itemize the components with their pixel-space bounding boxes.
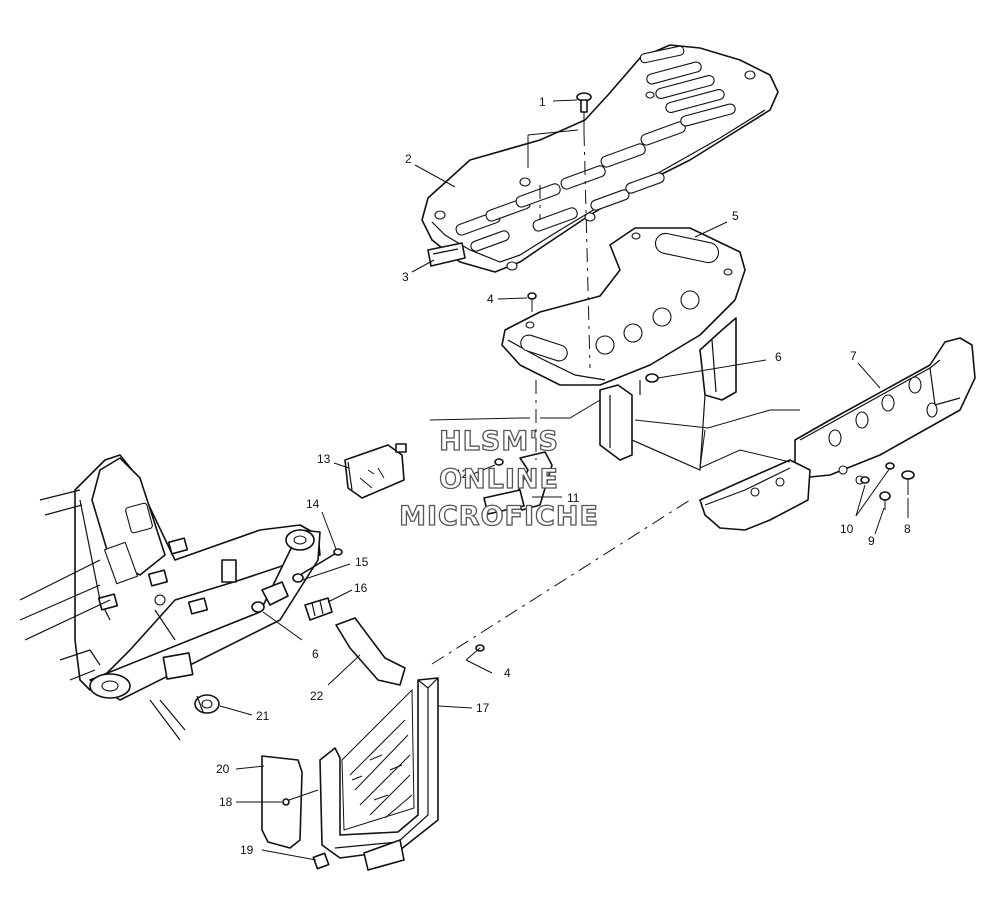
- callout-1: 1: [539, 95, 546, 109]
- callout-15: 15: [355, 555, 369, 569]
- spacer-part-16: [304, 597, 333, 621]
- callout-21: 21: [256, 709, 270, 723]
- callout-6: 6: [775, 350, 782, 364]
- bolt-part-8: [901, 470, 915, 495]
- callout-13: 13: [317, 452, 331, 466]
- callout-18: 18: [219, 795, 233, 809]
- clamp-part-15: [261, 573, 304, 606]
- frame-chassis: [19, 454, 321, 741]
- callout-17: 17: [476, 701, 490, 715]
- callout-7: 7: [850, 349, 857, 363]
- bolt-part-14: [299, 548, 343, 576]
- tail-lamp-part-13: [344, 443, 407, 499]
- callout-12: 12: [455, 467, 469, 481]
- callout-19: 19: [240, 843, 254, 857]
- nut-part-6-upper: [645, 373, 659, 383]
- watermark-line-3: MICROFICHE: [399, 501, 599, 532]
- callout-4: 4: [487, 292, 494, 306]
- bolt-part-9: [879, 491, 891, 510]
- strap-part-22: [335, 617, 406, 686]
- callout-3: 3: [402, 270, 409, 284]
- callout-20: 20: [216, 762, 230, 776]
- callout-9: 9: [868, 534, 875, 548]
- callout-10: 10: [840, 522, 854, 536]
- bushing-part-21: [194, 694, 220, 714]
- rack-bracket-part-5: [501, 227, 746, 471]
- callout-16: 16: [354, 581, 368, 595]
- callout-11: 11: [567, 491, 580, 505]
- callout-2: 2: [405, 152, 412, 166]
- nut-part-6-lower: [251, 601, 265, 613]
- rack-panel-part-2: [421, 44, 779, 273]
- screw-part-18: [282, 789, 319, 806]
- screw-part-4-lower: [465, 644, 485, 661]
- callout-6-lower: 6: [312, 647, 319, 661]
- leader-lines: [219, 99, 909, 861]
- watermark: HLSM'S ONLINE MICROFICHE: [398, 425, 599, 532]
- callout-14: 14: [306, 497, 320, 511]
- bumper-part-7: [699, 337, 976, 531]
- watermark-line-1: HLSM'S: [439, 426, 559, 457]
- watermark-line-2: ONLINE: [439, 464, 559, 495]
- callout-22: 22: [310, 689, 324, 703]
- callout-labels: 1 2 3 4 5 6 7 8 9 10 11 12 13 14 15 16 6…: [216, 95, 911, 857]
- guard-frame-part-17: [319, 677, 439, 871]
- washer-part-10: [860, 462, 895, 484]
- bracket-part-11: [483, 451, 553, 515]
- callout-4-lower: 4: [504, 666, 511, 680]
- nut-part-19: [312, 852, 330, 870]
- reflector-part-3: [427, 242, 466, 267]
- callout-8: 8: [904, 522, 911, 536]
- alignment-lines: [431, 131, 691, 665]
- callout-5: 5: [732, 209, 739, 223]
- screw-part-4-upper: [527, 292, 537, 312]
- screw-part-1: [576, 92, 592, 132]
